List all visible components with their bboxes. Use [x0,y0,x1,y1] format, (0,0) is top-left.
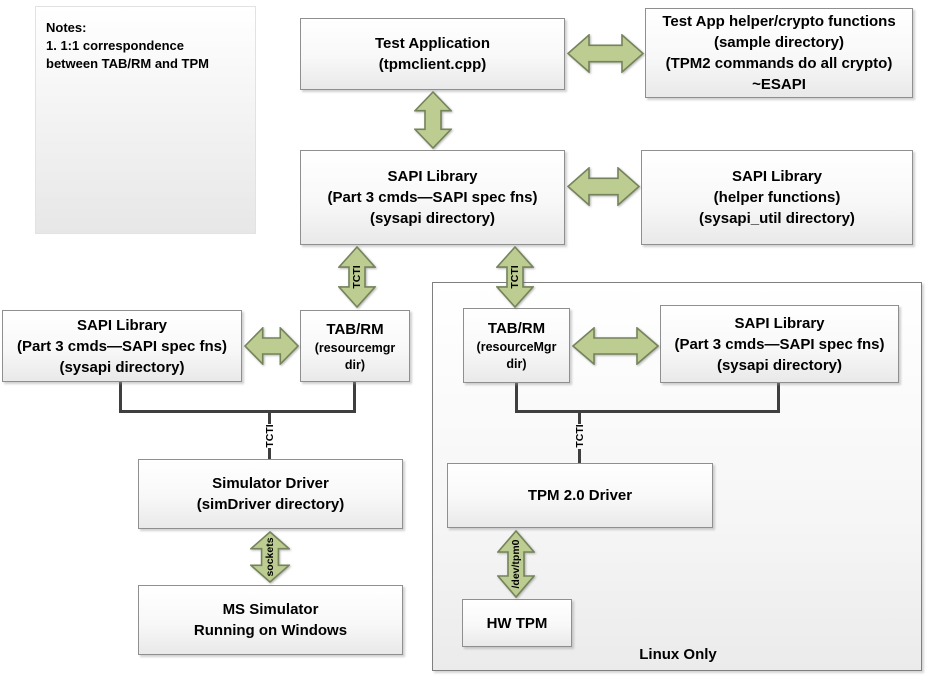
box-line: dir) [506,357,527,371]
double-arrow-icon [567,167,640,206]
sockets-label: sockets [264,537,276,577]
connector-linux-v1 [515,383,518,413]
box-line: ~ESAPI [752,76,806,93]
box-line: (sample directory) [713,34,845,51]
box-line: (helper functions) [713,189,841,206]
double-arrow-icon [497,530,535,598]
test-application-box: Test Application (tpmclient.cpp) [300,18,565,90]
double-arrow-icon [567,34,644,73]
sapi-library-linux-box: SAPI Library (Part 3 cmds—SAPI spec fns)… [660,305,899,383]
box-line: TAB/RM [326,320,384,338]
notes-box: Notes: 1. 1:1 correspondence between TAB… [35,6,256,234]
box-line: (Part 3 cmds—SAPI spec fns) [674,335,885,353]
connector-left-v2 [353,382,356,413]
box-line: SAPI Library [76,316,168,334]
box-line: TPM 2.0 Driver [527,487,633,504]
notes-line: 1. 1:1 correspondence [46,38,184,53]
notes-title: Notes: [46,20,87,35]
double-arrow-icon [338,246,376,308]
box-line: (Part 3 cmds—SAPI spec fns) [16,337,228,355]
box-line: Test Application [374,35,490,52]
arrow-tabrm-to-sapilinux [572,327,659,365]
connector-left-drop-top [268,410,271,424]
arrow-testapp-to-sapi [414,91,452,149]
box-line: Simulator Driver [212,475,329,492]
double-arrow-icon [496,246,534,308]
double-arrow-icon [572,327,659,365]
box-line: (sysapi directory) [716,356,843,374]
sapi-library-box: SAPI Library (Part 3 cmds—SAPI spec fns)… [300,150,565,245]
tab-rm-linux-box: TAB/RM (resourceMgr dir) [463,308,570,383]
tab-rm-left-box: TAB/RM (resourcemgr dir) [300,310,410,382]
arrow-simdriver-to-simulator: sockets [250,531,290,583]
hw-tpm-box: HW TPM [462,599,572,647]
ms-simulator-box: MS Simulator Running on Windows [138,585,403,655]
connector-left-h [119,410,356,413]
connector-linux-v2 [777,383,780,413]
box-line: Test App helper/crypto functions [662,13,896,30]
notes-line: between TAB/RM and TPM [46,56,209,71]
tcti-label-linux-arrow: TCTI [509,265,521,289]
arrow-sapi-to-tabrm-linux: TCTI [496,246,534,308]
test-app-helper-box: Test App helper/crypto functions (sample… [645,8,913,98]
tcti-label-left-bracket: TCTI [264,424,276,448]
box-line: TAB/RM [487,320,546,337]
arrow-testapp-to-helper [567,34,644,73]
double-arrow-icon [244,327,299,365]
dev-tpm0-label: /dev/tpm0 [510,539,522,589]
box-line: (sysapi directory) [59,358,185,376]
tcti-label-linux-bracket: TCTI [574,424,586,448]
box-line: Running on Windows [193,622,348,639]
box-line: MS Simulator [222,601,319,618]
connector-linux-h [515,410,780,413]
box-line: (simDriver directory) [196,496,345,513]
box-line: SAPI Library [734,314,825,332]
simulator-driver-box: Simulator Driver (simDriver directory) [138,459,403,529]
sapi-library-left-box: SAPI Library (Part 3 cmds—SAPI spec fns)… [2,310,242,382]
sapi-helper-box: SAPI Library (helper functions) (sysapi_… [641,150,913,245]
connector-left-v1 [119,382,122,413]
double-arrow-icon [250,531,290,583]
double-arrow-icon [414,91,452,149]
box-line: (Part 3 cmds—SAPI spec fns) [327,189,538,206]
box-line: (resourceMgr [476,340,557,354]
box-line: (TPM2 commands do all crypto) [665,55,893,72]
linux-only-label: Linux Only [639,646,717,663]
box-line: (tpmclient.cpp) [378,56,487,73]
box-line: SAPI Library [731,168,823,185]
box-line: dir) [344,357,366,372]
box-line: SAPI Library [387,168,478,185]
arrow-sapi-to-helper [567,167,640,206]
connector-linux-drop-bottom [578,449,581,463]
box-line: (resourcemgr [314,340,396,355]
box-line: (sysapi directory) [369,210,496,227]
box-line: (sysapi_util directory) [699,210,855,227]
arrow-sapi-to-tabrm-left: TCTI [338,246,376,308]
arrow-sapileft-to-tabrm [244,327,299,365]
connector-linux-drop-top [578,410,581,424]
connector-left-drop-bottom [268,448,271,459]
tpm-20-driver-box: TPM 2.0 Driver [447,463,713,528]
arrow-tpmdriver-to-hwtpm: /dev/tpm0 [497,530,535,598]
box-line: HW TPM [486,614,548,632]
tcti-label-left-arrow: TCTI [351,265,363,289]
